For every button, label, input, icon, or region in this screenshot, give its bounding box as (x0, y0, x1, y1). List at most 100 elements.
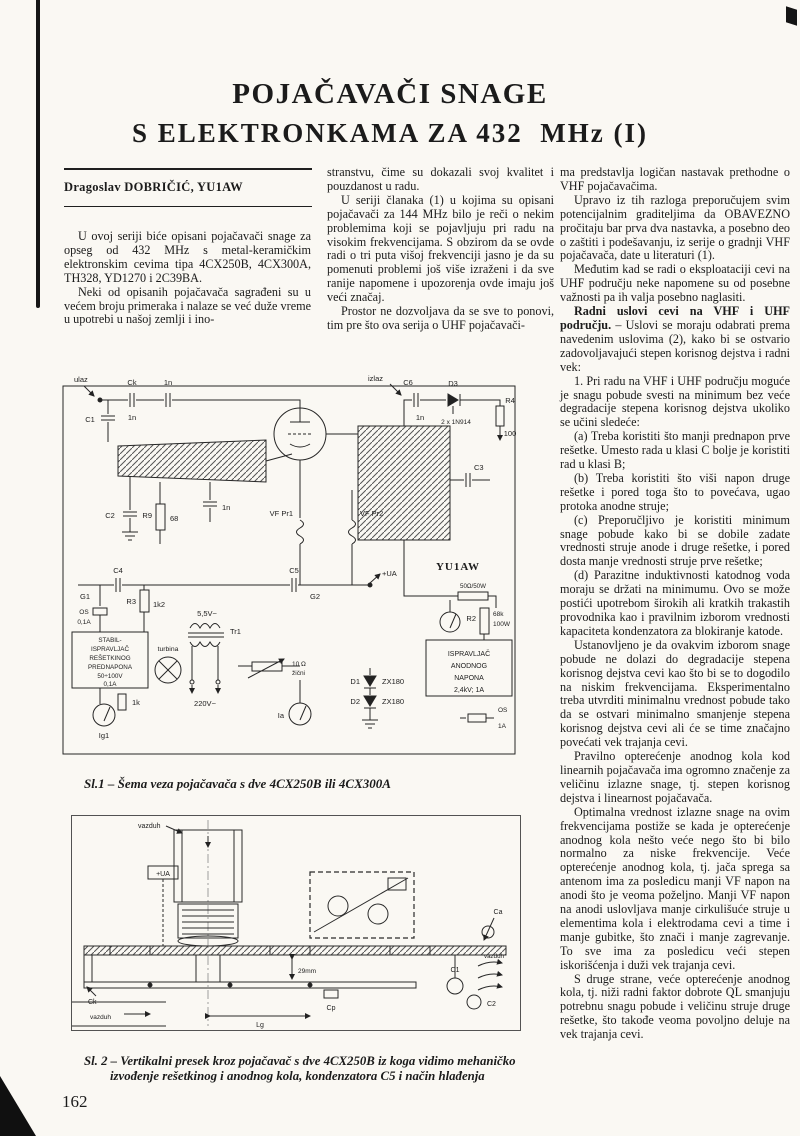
fig1-label-ia: Ia (278, 711, 285, 720)
fig2-label-lg: Lg (256, 1022, 264, 1029)
fig1-boxleft-line: REŠETKINOG (89, 653, 130, 662)
paragraph: Prostor ne dozvoljava da se sve to ponov… (327, 304, 554, 332)
fig1-fan-symbol (154, 656, 182, 684)
paragraph: U ovoj seriji biće opisani pojačavači sn… (64, 229, 311, 285)
fig1-label-1n: 1n (164, 378, 172, 387)
fig1-box-grid-supply (71, 631, 149, 689)
fig1-label-g1: G1 (80, 592, 90, 601)
fig2-label-cp: Cp (327, 1005, 336, 1012)
author-name: Dragoslav DOBRIČIĆ, YU1AW (64, 180, 243, 194)
fig1-schematic-svg: ulaz Ck 1n 1n C1 izlaz C6 1n D3 2 x 1N91… (62, 374, 516, 755)
fig2-label-ua: +UA (156, 871, 170, 878)
fig2-label-vazduh-top: vazduh (138, 823, 161, 830)
fig2-label-ca: Ca (494, 909, 503, 916)
fig1-boxleft-line: STABIL- (98, 637, 121, 644)
fig1-label-100: 100 (504, 429, 517, 438)
article-title-line1: POJAČAVAČI SNAGE (232, 78, 548, 110)
fig2-drawing (71, 815, 521, 1031)
paragraph: (d) Parazitne induktivnosti katodnog vod… (560, 568, 790, 638)
fig1-label-1a: 1A (498, 723, 507, 730)
fig1-label-50ohm: 50Ω/50W (460, 583, 486, 590)
fig1-label-vfpr2: VF Pr2 (360, 509, 383, 518)
column-3: ma predstavlja logičan nastavak prethodn… (560, 165, 790, 1042)
fig2-label-c1: C1 (451, 967, 460, 974)
fig1-label-os: OS (498, 707, 508, 714)
fig1-boxright-line: NAPONA (454, 675, 484, 682)
fig1-boxright-line: ANODNOG (451, 663, 487, 670)
figure-1: ulaz Ck 1n 1n C1 izlaz C6 1n D3 2 x 1N91… (60, 370, 520, 770)
fig2-label-29mm: 29mm (298, 968, 316, 975)
fig1-label-d3: D3 (448, 379, 458, 388)
fig1-label-c4: C4 (113, 566, 123, 575)
fig1-label-68: 68 (170, 514, 178, 523)
fig1-label-ck: Ck (127, 378, 136, 387)
fig1-input-line (117, 439, 267, 483)
paragraph: Upravo iz tih razloga preporučujem svim … (560, 192, 790, 263)
fig1-label-r2: R2 (466, 614, 476, 623)
paragraph: ma predstavlja logičan nastavak prethodn… (560, 165, 790, 193)
fig2-drawing-svg: vazduh +UA Ca 29mm Ck Cp Lg C1 C2 vazduh… (71, 815, 521, 1031)
fig1-label-turbina: turbina (158, 646, 179, 653)
paragraph: (a) Treba koristiti što manji prednapon … (560, 429, 790, 472)
fig1-box-anode-supply (425, 639, 513, 697)
fig1-label-d3-type: 2 x 1N914 (441, 419, 471, 426)
paragraph-text: – Uslovi se moraju odabrati prema navede… (560, 317, 790, 374)
fig1-frame (62, 385, 516, 755)
fig1-label-1k: 1k (132, 698, 140, 707)
scan-artifact-corner (0, 1076, 36, 1136)
scan-artifact-left-edge (36, 0, 40, 308)
fig2-label-c2: C2 (487, 1001, 496, 1008)
fig1-label-c1: C1 (85, 415, 95, 424)
scan-artifact-top-right (786, 6, 797, 26)
fig1-label-ua: +UA (382, 569, 397, 578)
fig1-label-c2: C2 (105, 511, 115, 520)
fig1-meter-ia (288, 702, 312, 726)
fig2-labels: vazduh +UA Ca 29mm Ck Cp Lg C1 C2 vazduh… (88, 823, 505, 1029)
fig1-label-zx180: ZX180 (382, 677, 404, 686)
fig1-label-100w: 100W (493, 621, 511, 628)
fig2-label-vazduh-bottom: vazduh (90, 1014, 111, 1021)
paragraph: Neki od opisanih pojačavača sagrađeni su… (64, 284, 311, 327)
fig2-anode-box (309, 871, 415, 939)
fig1-boxleft-line: PREDNAPONA (88, 664, 133, 671)
fig1-label-r3: R3 (126, 597, 136, 606)
fig1-label-izlaz: izlaz (368, 374, 383, 383)
fig1-boxleft-line: 0,1A (104, 681, 118, 688)
paragraph: Pravilno opterećenje anodnog kola kod li… (560, 749, 790, 805)
fig2-grid-deck (83, 981, 417, 989)
fig1-labels: ulaz Ck 1n 1n C1 izlaz C6 1n D3 2 x 1N91… (74, 374, 516, 740)
fig2-label-ck: Ck (88, 999, 97, 1006)
fig2-anode-plate (83, 945, 507, 956)
column-2: stranstvu, čime su dokazali svoj kvalite… (327, 165, 554, 333)
fig1-label-c6: C6 (403, 378, 413, 387)
fig1-label-r4: R4 (505, 396, 515, 405)
fig1-wiring (62, 383, 516, 755)
paragraph-with-heading: Radni uslovi cevi na VHF i UHF području.… (560, 304, 790, 375)
fig1-meter-ig2 (439, 611, 461, 633)
paragraph: U seriji članaka (1) u kojima su opisani… (327, 192, 554, 305)
paragraph: (c) Preporučljivo je koristiti minimum s… (560, 512, 790, 569)
paragraph: S druge strane, veće opterećenje anodnog… (560, 971, 790, 1042)
fig1-label-1k2: 1k2 (153, 600, 165, 609)
fig1-label-10ohm: 10 Ω (292, 661, 306, 668)
fig1-label-zicni: žični (292, 670, 305, 677)
paragraph: Međutim kad se radi o eksploataciji cevi… (560, 262, 790, 305)
fig1-label-c5: C5 (289, 566, 299, 575)
fig1-label-vfpr1: VF Pr1 (270, 509, 293, 518)
fig1-boxleft-line: 50÷100V (97, 673, 123, 680)
fig2-label-vazduh-right: vazduh (484, 953, 505, 960)
fig1-label-55v: 5,5V~ (197, 609, 217, 618)
fig1-label-zx180: ZX180 (382, 697, 404, 706)
fig1-label-d1: D1 (350, 677, 360, 686)
fig1-meter-ig1 (92, 703, 116, 727)
fig1-label-c3: C3 (474, 463, 484, 472)
section-heading: Radni uslovi cevi na VHF i UHF području. (560, 304, 790, 332)
fig1-label-yu1aw: YU1AW (436, 561, 480, 573)
fig1-label-01a: 0,1A (77, 619, 91, 626)
fig1-boxright-line: 2,4kV; 1A (454, 687, 484, 694)
paragraph: stranstvu, čime su dokazali svoj kvalite… (327, 165, 554, 193)
fig2-frame (71, 815, 521, 1031)
fig1-label-220v: 220V~ (194, 699, 217, 708)
author-rule-top (64, 168, 312, 170)
